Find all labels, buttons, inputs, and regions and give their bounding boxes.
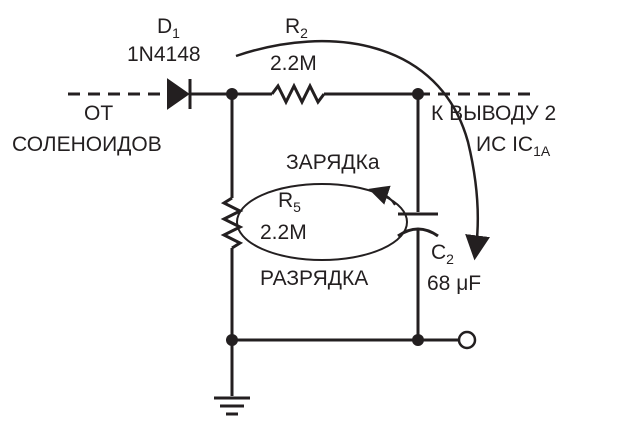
current-arrow — [235, 40, 490, 261]
to-label-line2: ИС IC1A — [476, 134, 550, 158]
charge-label: ЗАРЯДКa — [286, 151, 380, 174]
junction-node-b — [412, 88, 424, 100]
r2-ref-label: R2 — [285, 16, 308, 40]
d1-ref-label: D1 — [157, 16, 180, 40]
d1-ref: D — [157, 15, 173, 38]
d1-value-label: 1N4148 — [127, 43, 201, 66]
r2-resistor — [270, 82, 326, 106]
junction-node-a — [226, 88, 238, 100]
output-terminal — [457, 330, 477, 350]
charge-discharge-loop — [236, 183, 408, 261]
r5-value-label: 2.2M — [260, 221, 307, 244]
to-label-main: ИС IC — [476, 133, 534, 156]
discharge-label: РАЗРЯДКА — [260, 267, 369, 290]
r2-ref: R — [285, 15, 301, 38]
c2-ref: C — [431, 241, 447, 264]
charge-arrow — [368, 185, 396, 206]
junction-node-c — [226, 334, 238, 346]
junction-node-d — [412, 334, 424, 346]
c2-ref-label: C2 — [431, 242, 454, 266]
c2-value-label: 68 μF — [427, 272, 482, 295]
r5-ref: R — [278, 189, 294, 212]
from-label-line1: ОТ — [84, 102, 114, 125]
r2-ref-sub: 2 — [300, 25, 308, 41]
r5-ref-label: R5 — [278, 190, 301, 214]
d1-ref-sub: 1 — [172, 25, 180, 41]
r5-resistor — [220, 196, 244, 250]
to-label-sub: 1A — [533, 143, 551, 159]
to-label-line1: К ВЫВОДУ 2 — [431, 102, 557, 125]
r2-value-label: 2.2M — [270, 52, 317, 75]
c2-ref-sub: 2 — [446, 251, 454, 267]
d1-diode-triangle — [167, 78, 190, 110]
r5-ref-sub: 5 — [293, 199, 301, 215]
from-label-line2: СОЛЕНОИДОВ — [12, 133, 162, 156]
